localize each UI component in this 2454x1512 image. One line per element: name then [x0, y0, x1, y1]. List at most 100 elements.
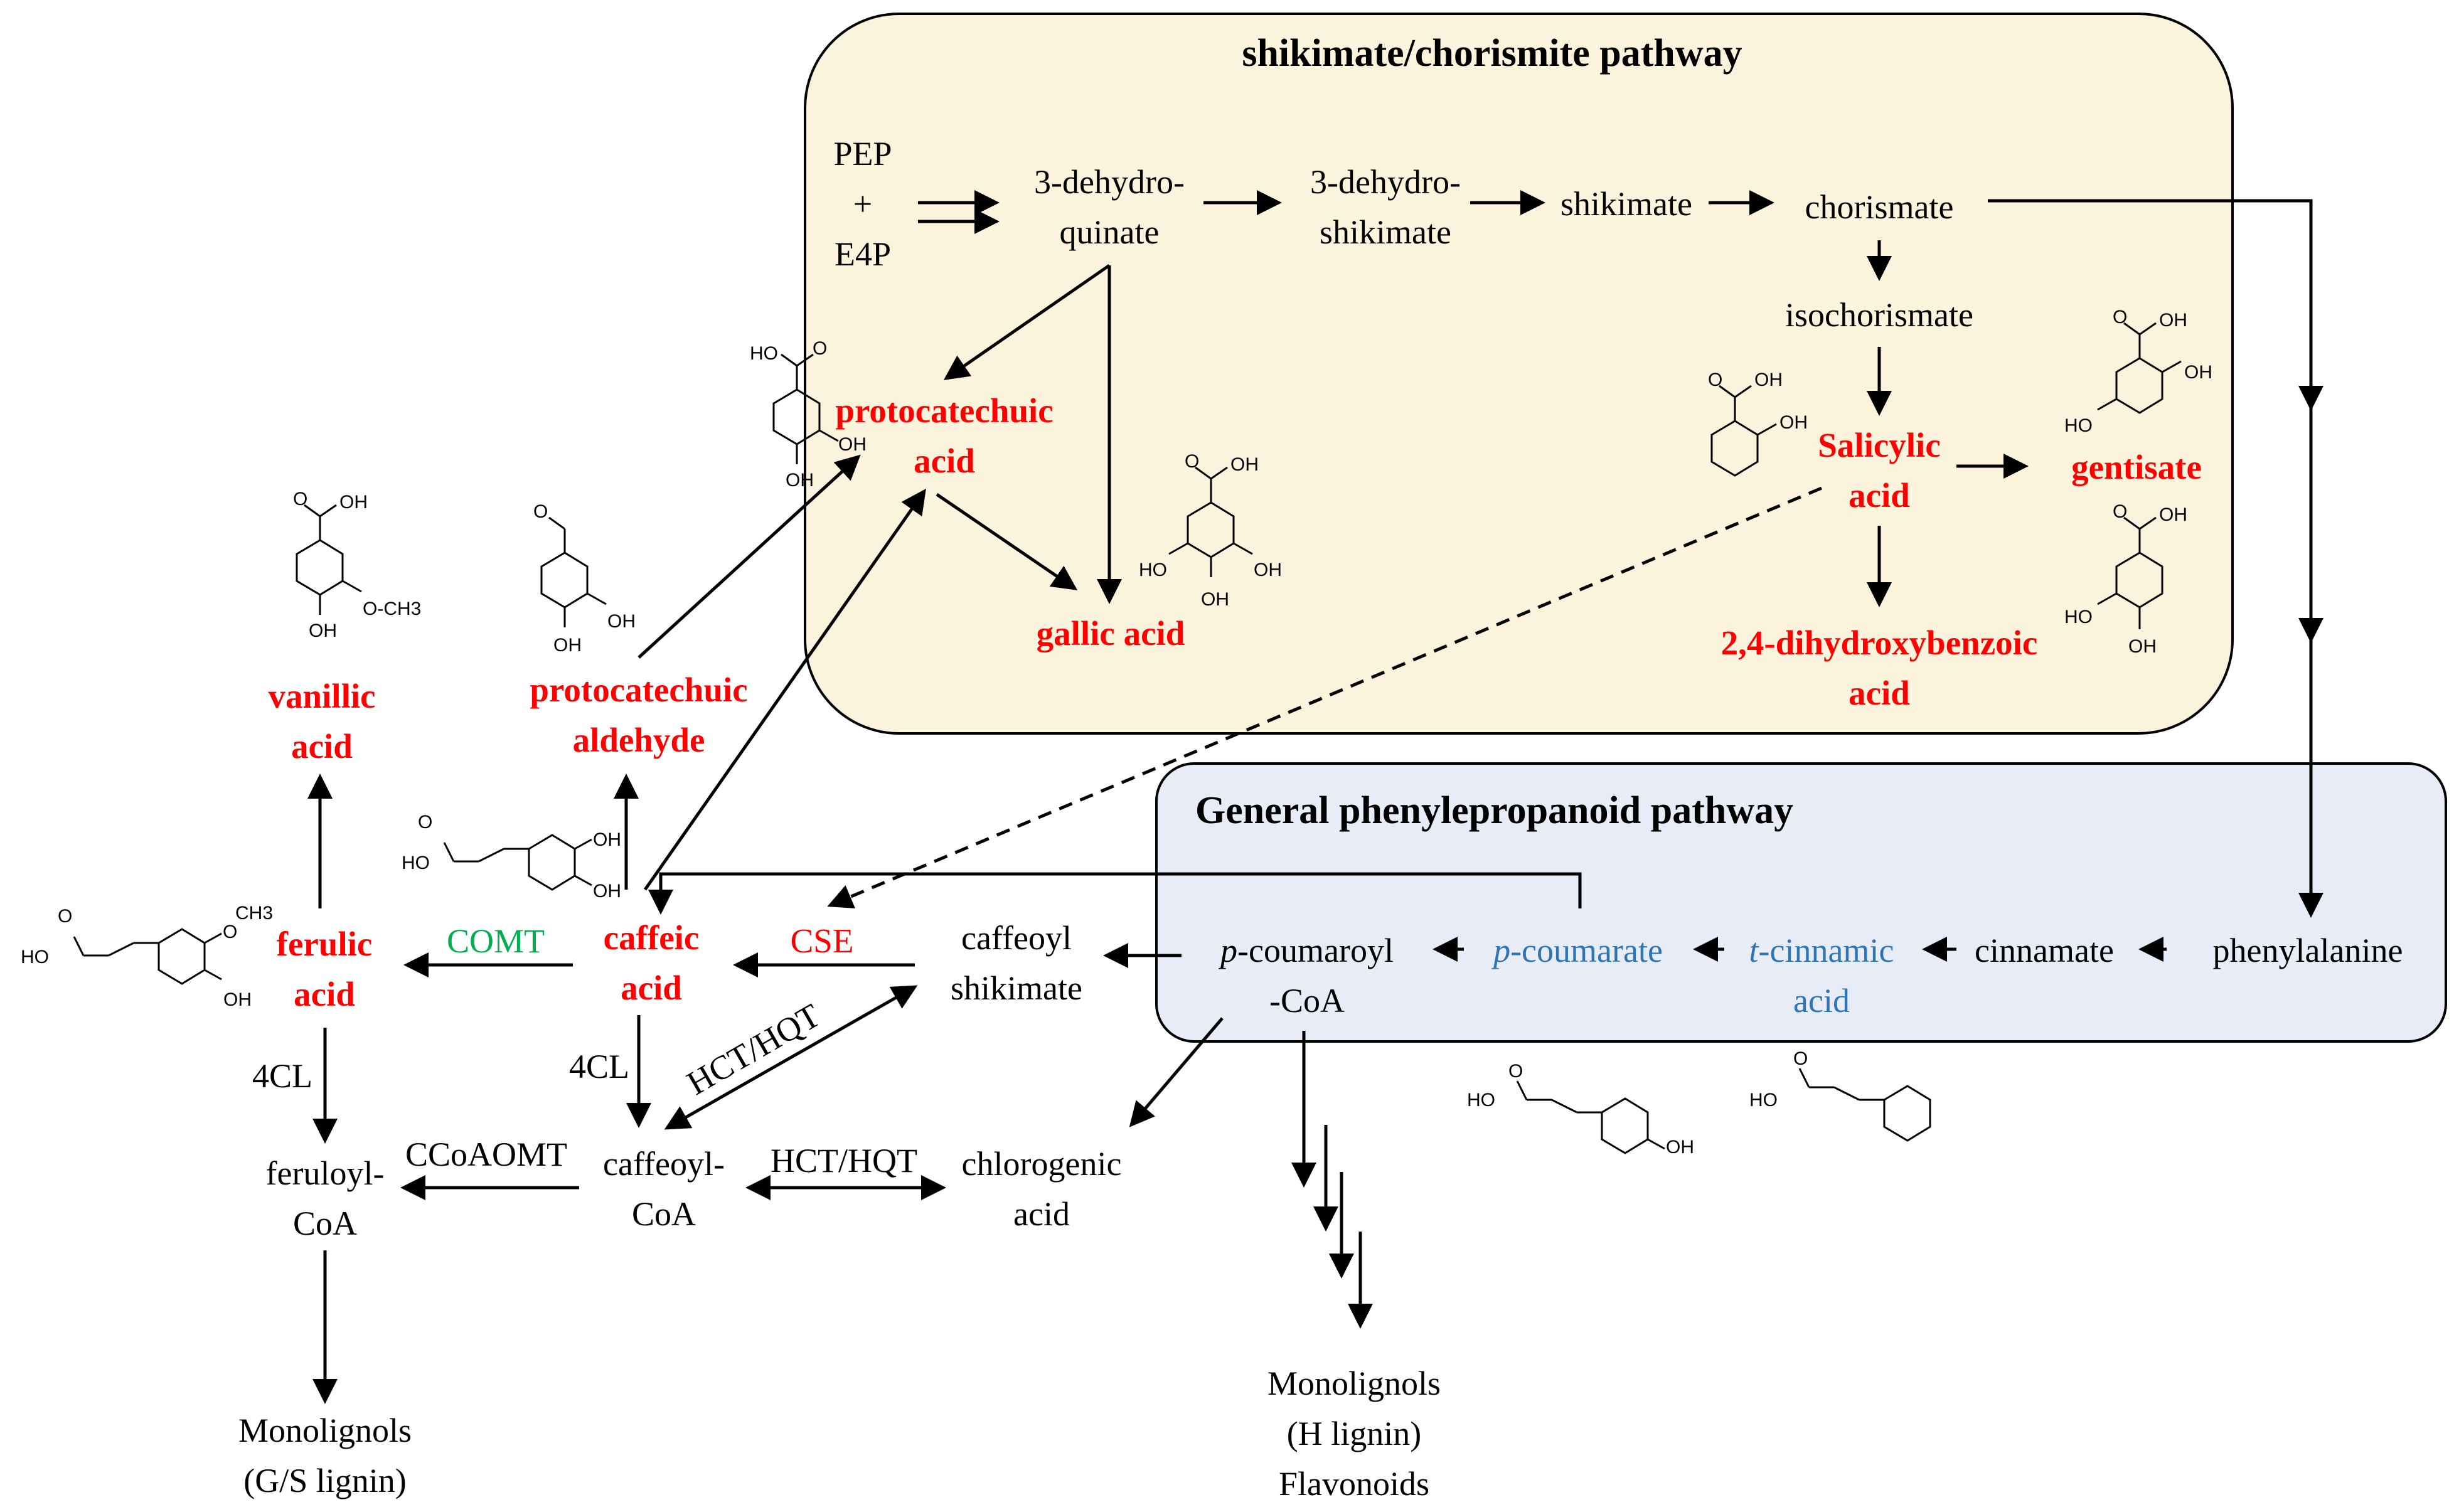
caffeic-acid-label-line2: acid: [621, 969, 682, 1007]
vanillic-acid-structure: O OH O-CH3 OH: [293, 489, 421, 641]
svg-text:O: O: [533, 501, 548, 522]
svg-text:OH: OH: [223, 989, 252, 1010]
svg-text:HO: HO: [1467, 1090, 1495, 1110]
svg-text:OH: OH: [607, 611, 636, 632]
svg-text:OH: OH: [1666, 1137, 1694, 1158]
gallic-acid-label: gallic acid: [1037, 614, 1185, 652]
monolignols-h-label-line1: Monolignols: [1267, 1365, 1441, 1402]
caffeoyl-coa-label-line1: caffeoyl-: [603, 1145, 725, 1183]
caffeoyl-shikimate-label-line2: shikimate: [951, 969, 1082, 1007]
svg-text:O: O: [223, 922, 237, 942]
svg-text:O: O: [58, 906, 72, 927]
monolignols-h-label-line2: (H lignin): [1287, 1415, 1421, 1452]
svg-text:OH: OH: [2159, 310, 2187, 331]
svg-text:OH: OH: [593, 881, 621, 902]
caffeic-acid-label-line1: caffeic: [604, 918, 700, 957]
svg-text:O: O: [293, 489, 307, 509]
salicylic-acid-label-line1: Salicylic: [1818, 426, 1941, 464]
fourcl-mid-enzyme-label: 4CL: [569, 1048, 629, 1085]
caffeic-acid-structure: HO O OH OH: [402, 812, 621, 902]
isochorismate-label: isochorismate: [1785, 296, 1973, 334]
salicylic-acid-label-line2: acid: [1849, 476, 1910, 514]
chlorogenic-acid-label-line2: acid: [1013, 1195, 1070, 1233]
svg-text:HO: HO: [2064, 607, 2093, 627]
feruloyl-coa-label-line2: CoA: [293, 1205, 357, 1242]
plus-label: +: [853, 185, 872, 223]
svg-text:HO: HO: [402, 853, 430, 873]
dihydroxybenzoic-acid-label-line2: acid: [1849, 674, 1910, 712]
svg-text:OH: OH: [593, 829, 621, 850]
svg-text:O: O: [2113, 501, 2127, 522]
svg-text:OH: OH: [1254, 560, 1282, 580]
chorismate-label: chorismate: [1805, 188, 1954, 226]
chlorogenic-acid-label-line1: chlorogenic: [962, 1145, 1122, 1183]
svg-text:O: O: [1708, 370, 1722, 390]
gentisate-structure: O OH OH HO: [2064, 307, 2212, 436]
svg-text:O: O: [813, 338, 827, 359]
vanillic-acid-label-line2: acid: [291, 727, 353, 765]
caffeoyl-shikimate-label-line1: caffeoyl: [961, 919, 1072, 957]
svg-text:OH: OH: [1754, 370, 1783, 390]
svg-text:O-CH3: O-CH3: [363, 599, 421, 619]
dehydroquinate-label-line1: 3-dehydro-: [1034, 163, 1185, 201]
cinnamate-label: cinnamate: [1975, 932, 2114, 969]
svg-text:O: O: [1793, 1048, 1808, 1069]
svg-text:OH: OH: [1230, 454, 1259, 475]
p-coumaroyl-coa-label-line2: -CoA: [1269, 982, 1345, 1020]
comt-enzyme-label: COMT: [447, 922, 545, 960]
ferulic-acid-label-line2: acid: [294, 975, 355, 1013]
cse-enzyme-label: CSE: [791, 922, 854, 960]
svg-text:OH: OH: [553, 635, 582, 656]
protocatechuic-acid-label-line2: acid: [914, 442, 975, 480]
svg-text:OH: OH: [838, 434, 867, 455]
shikimate-panel: [804, 13, 2234, 735]
caffeoyl-coa-label-line2: CoA: [632, 1195, 696, 1233]
svg-text:OH: OH: [2184, 362, 2212, 383]
protocatechuic-aldehyde-structure: O OH OH: [533, 501, 636, 656]
svg-text:O: O: [418, 812, 432, 833]
dehydroquinate-label-line2: quinate: [1060, 213, 1160, 251]
salicylic-acid-structure: O OH OH: [1708, 370, 1808, 477]
protocatechuic-aldehyde-label-line1: protocatechuic: [530, 671, 747, 709]
hct-hqt-horizontal-enzyme-label: HCT/HQT: [771, 1142, 917, 1179]
gentisate-label: gentisate: [2071, 448, 2202, 486]
vanillic-acid-label-line1: vanillic: [268, 677, 375, 715]
e4p-label: E4P: [835, 235, 891, 273]
feruloyl-coa-label-line1: feruloyl-: [266, 1154, 385, 1192]
svg-text:HO: HO: [1749, 1090, 1778, 1110]
gallic-acid-structure: O OH HO OH OH: [1139, 451, 1282, 610]
svg-text:OH: OH: [1201, 589, 1229, 610]
p-coumaroyl-coa-label-line1: p-coumaroyl: [1218, 932, 1394, 969]
svg-text:HO: HO: [21, 947, 49, 967]
phenylalanine-label: phenylalanine: [2213, 932, 2403, 969]
pathway-arrows: [307, 190, 2323, 1404]
p-coumarate-label: p-coumarate: [1491, 932, 1663, 969]
pep-label: PEP: [833, 135, 892, 173]
dehydroshikimate-label-line2: shikimate: [1320, 213, 1451, 251]
fourcl-left-enzyme-label: 4CL: [252, 1057, 312, 1095]
protocatechuic-aldehyde-label-line2: aldehyde: [573, 721, 705, 759]
dehydroshikimate-label-line1: 3-dehydro-: [1310, 163, 1461, 201]
ferulic-acid-structure: HO O O CH3 OH: [21, 903, 273, 1010]
svg-text:OH: OH: [339, 492, 368, 513]
svg-text:O: O: [2113, 307, 2127, 327]
phenylpropanoid-panel-title: General phenylepropanoid pathway: [1195, 789, 1793, 832]
svg-text:OH: OH: [309, 620, 337, 641]
dihydroxybenzoic-acid-label-line1: 2,4-dihydroxybenzoic: [1721, 624, 2038, 662]
dihydroxybenzoic-acid-structure: O OH HO OH: [2064, 501, 2187, 657]
shikimate-label: shikimate: [1560, 185, 1692, 223]
svg-text:OH: OH: [786, 470, 814, 491]
svg-text:HO: HO: [2064, 415, 2093, 436]
t-cinnamic-acid-label-line1: t-cinnamic: [1749, 932, 1894, 969]
svg-text:OH: OH: [1779, 412, 1808, 433]
svg-text:HO: HO: [1139, 560, 1167, 580]
phenylpropanoid-panel: [1155, 762, 2447, 1043]
flavonoids-label: Flavonoids: [1279, 1465, 1429, 1503]
p-coumaric-acid-structure: HO O OH: [1467, 1061, 1694, 1158]
monolignols-gs-label-line2: (G/S lignin): [243, 1462, 407, 1499]
svg-text:CH3: CH3: [235, 903, 273, 924]
t-cinnamic-acid-label-line2: acid: [1793, 982, 1850, 1020]
ccoaomt-enzyme-label: CCoAOMT: [405, 1136, 567, 1173]
ferulic-acid-label-line1: ferulic: [277, 925, 373, 963]
